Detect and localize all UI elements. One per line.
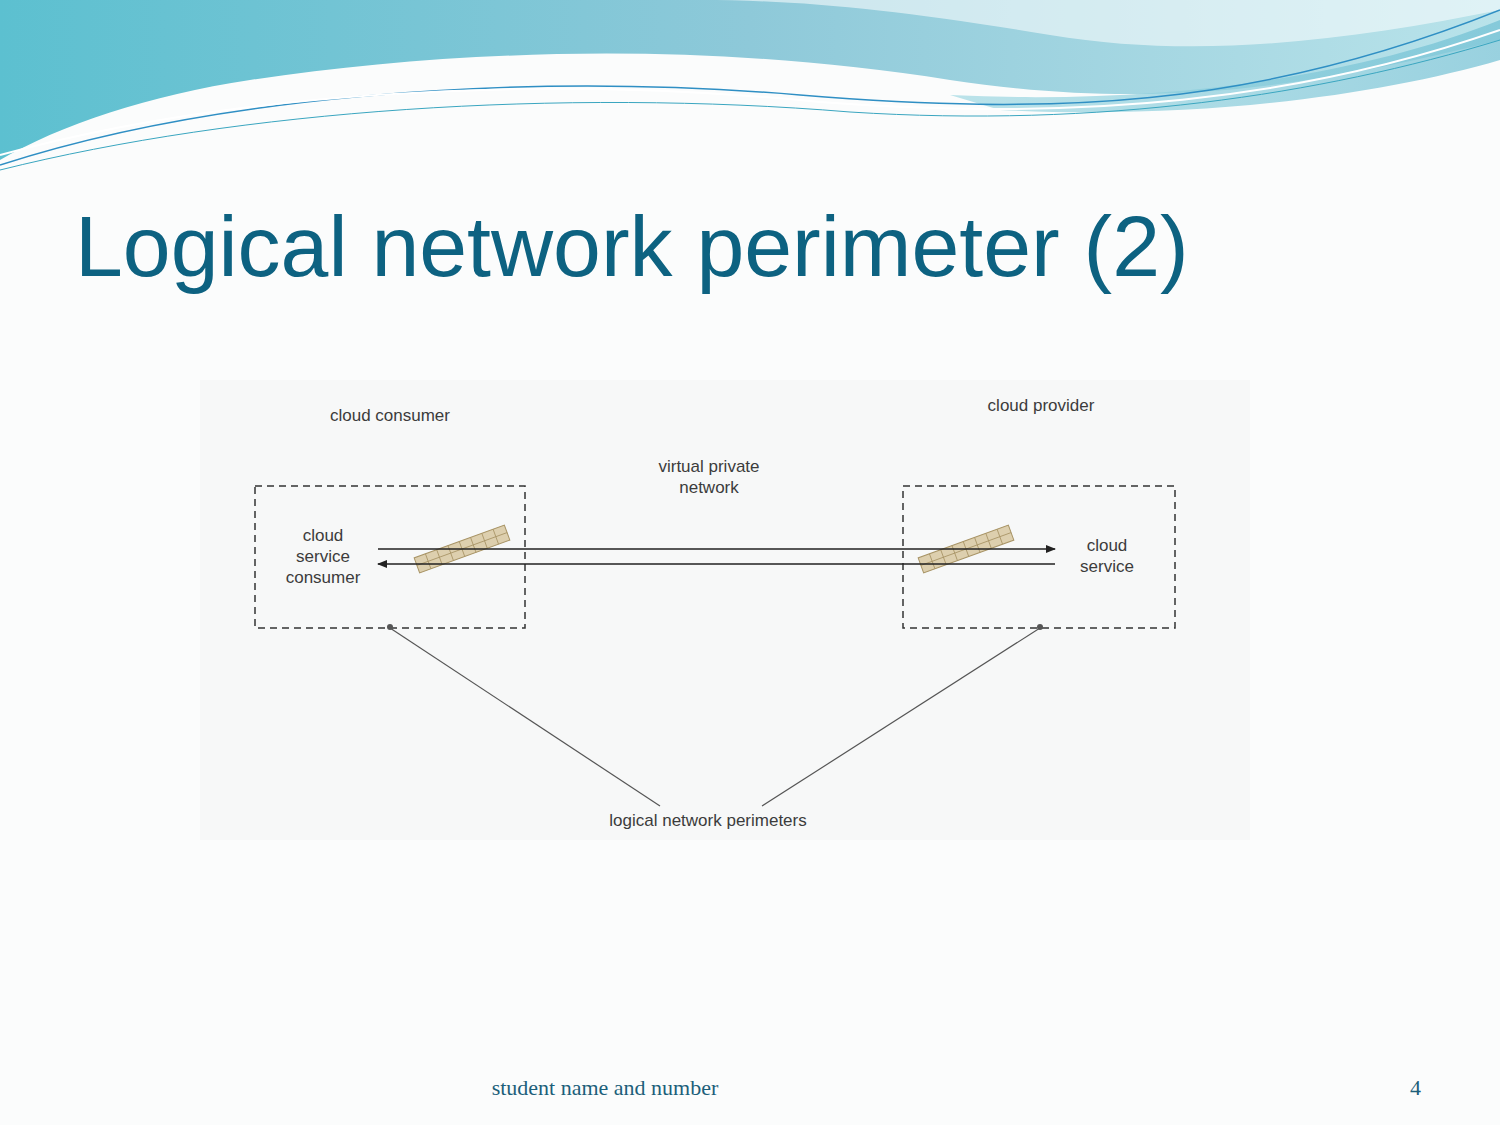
consumer-box: cloud consumercloud service consumer [215,435,565,680]
consumer-service-box: cloud service consumer [268,502,378,610]
header-line [0,40,1500,170]
header-wave [0,0,1500,160]
callout-label: logical network perimeters [606,811,809,831]
connector-arrow [378,563,1055,564]
header-wave-light [0,0,1500,46]
consumer-box-outline [215,435,565,680]
leader-dot [1037,624,1043,630]
cloud-service-circle-outline [1055,504,1159,608]
node-label-holder: cloud service [1055,504,1159,608]
page-number: 4 [1407,1075,1424,1101]
header-line [0,10,1500,165]
group-heading: cloud consumer [215,405,565,426]
leader-line [390,628,660,806]
header-wave-accent [950,20,1500,112]
provider-cloud: cloud providercloud service [850,425,1232,697]
figure-ground [200,380,1250,840]
globe-label: virtual private network [634,456,784,498]
cloud-service-circle: cloud service [1055,504,1159,608]
node-label-holder: cloud service consumer [268,502,378,610]
vpn-globe: virtual private network [590,436,828,674]
node-label: cloud service [1062,535,1152,577]
node-label: cloud service consumer [275,525,371,588]
leader-dot [387,624,393,630]
footer-text: student name and number [489,1075,722,1101]
provider-cloud-outline [850,425,1232,697]
connector-arrow [378,548,1055,549]
perimeter-dashed [255,486,525,628]
group-heading: cloud provider [850,395,1232,416]
slide-title: Logical network perimeter (2) [75,196,1189,296]
leader-line [762,628,1040,806]
perimeter-dashed [903,486,1175,628]
